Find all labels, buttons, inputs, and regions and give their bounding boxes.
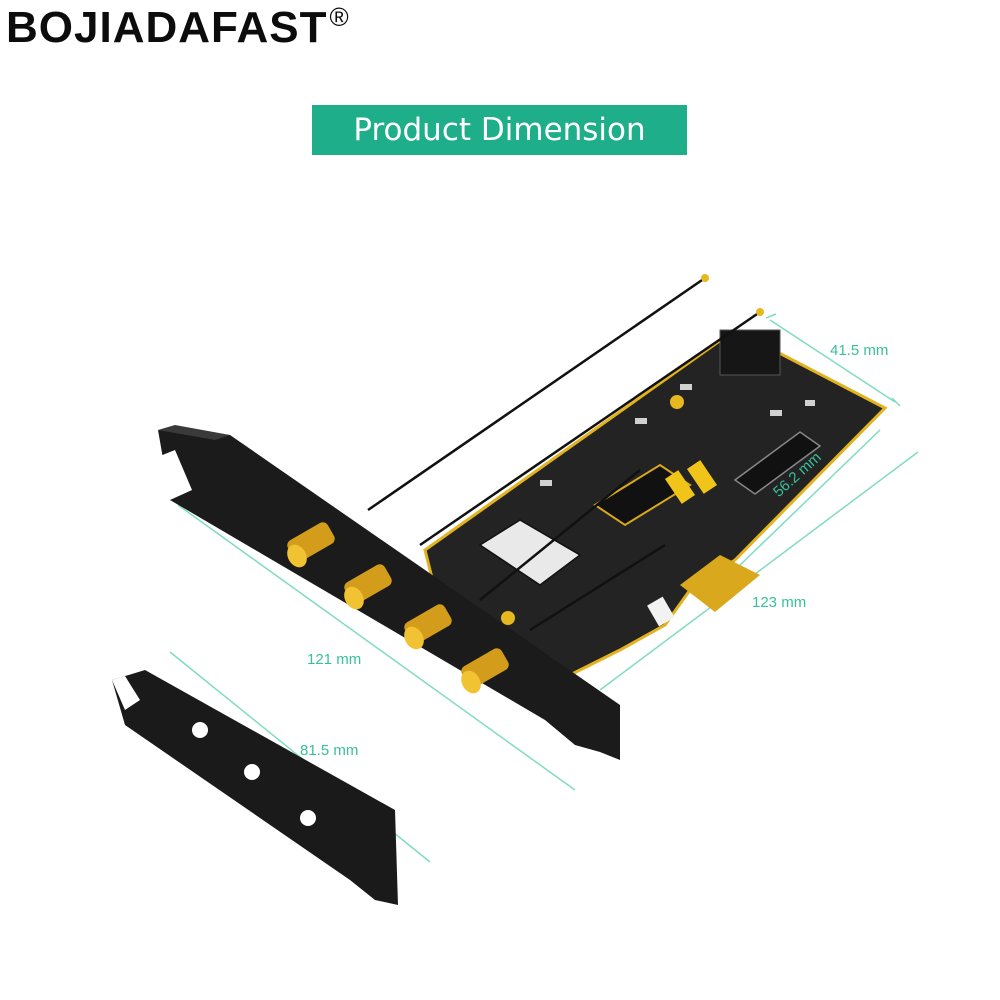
dimension-label-low-profile: 81.5 mm bbox=[300, 742, 359, 759]
dimension-label-bracket-height: 121 mm bbox=[307, 651, 362, 668]
registered-mark: ® bbox=[329, 2, 350, 32]
bracket-hole bbox=[300, 810, 316, 826]
dimension-line-bracket-height bbox=[177, 504, 576, 791]
full-height-bracket bbox=[155, 425, 620, 760]
bracket-hole bbox=[192, 722, 208, 738]
sma-connector bbox=[461, 648, 509, 694]
antenna-cables bbox=[367, 276, 761, 632]
sma-connector bbox=[287, 522, 335, 568]
sim-slot bbox=[478, 519, 582, 586]
sma-connector bbox=[344, 564, 392, 610]
dimension-line-depth bbox=[769, 319, 896, 403]
dimension-label-card-length: 123 mm bbox=[752, 594, 807, 611]
banner-title: Product Dimension bbox=[353, 112, 646, 148]
pcie-connector bbox=[680, 555, 760, 612]
pcb-board bbox=[423, 328, 888, 682]
pin-header bbox=[719, 329, 781, 376]
dimension-label-depth: 41.5 mm bbox=[830, 342, 889, 359]
m2-slot bbox=[733, 431, 822, 495]
low-profile-bracket bbox=[112, 670, 398, 905]
sma-connector bbox=[404, 604, 452, 650]
sma-connectors bbox=[287, 522, 509, 694]
dimension-line-pcb-width bbox=[739, 429, 881, 566]
bracket-hole bbox=[244, 764, 260, 780]
brand-logo: BOJIADAFAST® bbox=[6, 3, 350, 52]
product-dimension-banner: Product Dimension bbox=[312, 105, 687, 155]
brand-name: BOJIADAFAST bbox=[6, 3, 328, 52]
dimension-line-card-length bbox=[599, 451, 919, 691]
